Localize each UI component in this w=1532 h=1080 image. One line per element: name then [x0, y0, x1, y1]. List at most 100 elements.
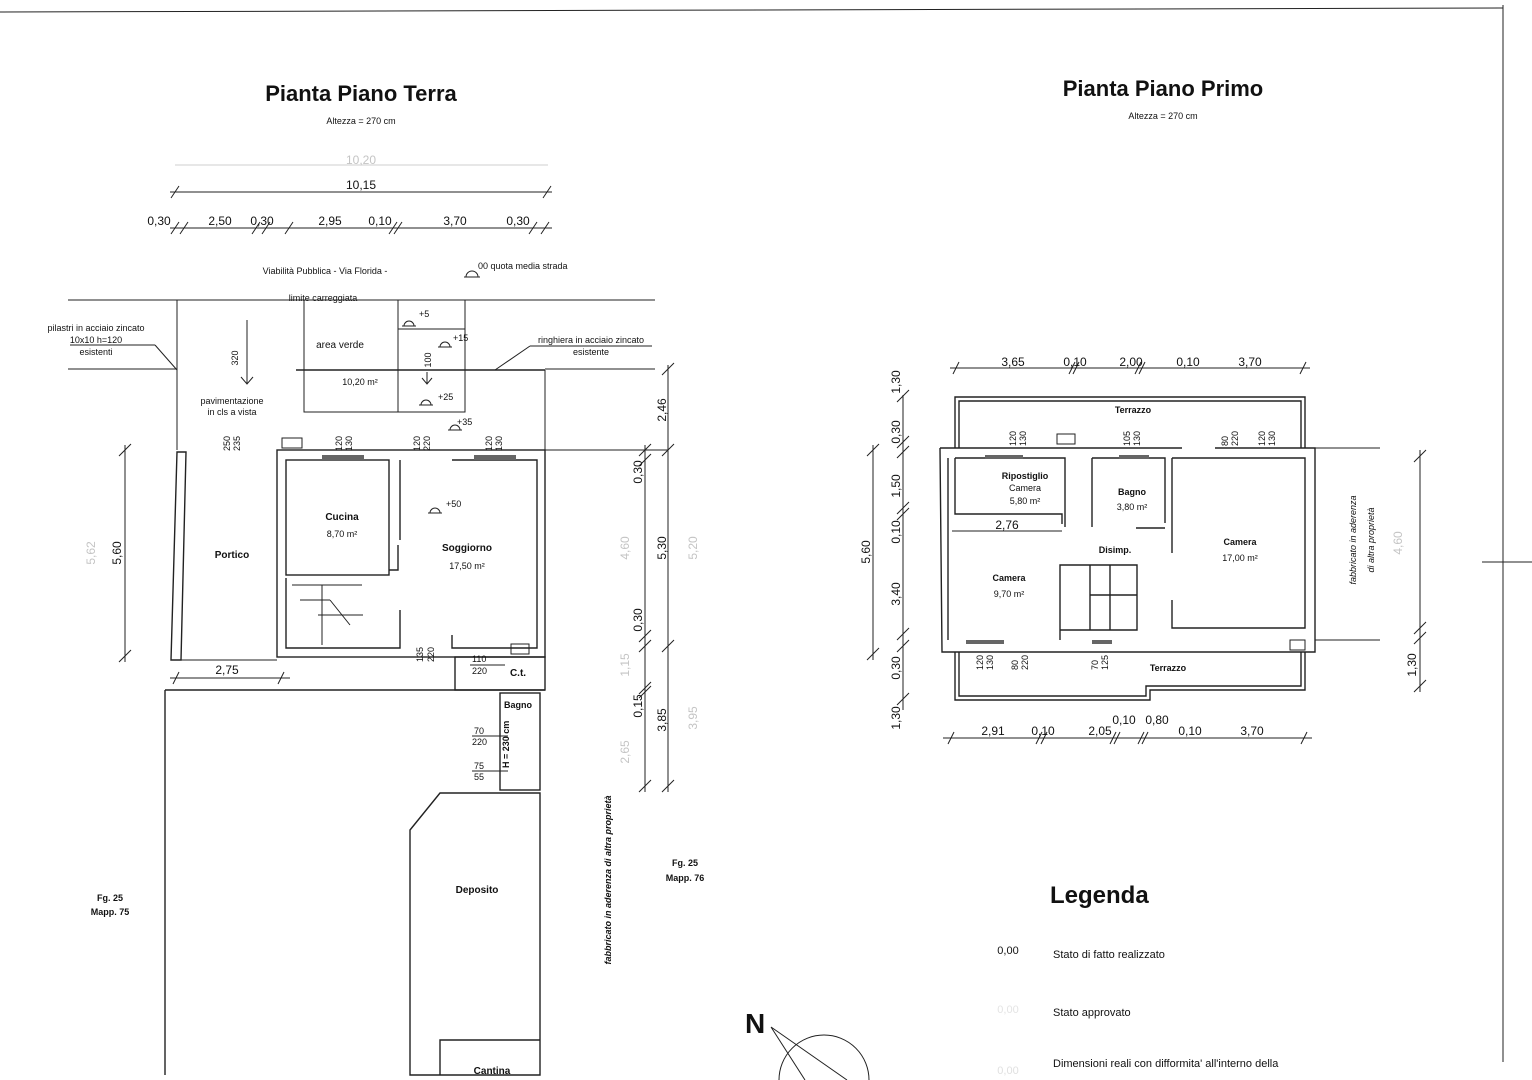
- room-portico: Portico: [215, 550, 249, 561]
- first-left-dimensions: 5,60 1,30 0,30 1,50 0,10 3,40 0,30 1,30: [859, 370, 910, 730]
- opening-width: 120: [1257, 431, 1267, 446]
- opening-height: 130: [1267, 431, 1277, 446]
- opening-height: 55: [474, 772, 484, 782]
- dim-right-faint: 1,15: [618, 653, 632, 677]
- dim-seg: 0,30: [889, 420, 903, 444]
- sheet-frame: [0, 5, 1532, 1062]
- opening-width: 120: [412, 436, 422, 451]
- ground-floor-title: Pianta Piano Terra: [265, 81, 457, 106]
- legend-label: Stato di fatto realizzato: [1053, 949, 1165, 961]
- room-ct: C.t.: [510, 668, 526, 679]
- parcel-right: Fg. 25: [672, 858, 698, 868]
- opening-height: 220: [422, 436, 432, 451]
- room-terrazzo: Terrazzo: [1115, 405, 1152, 415]
- room-disimpegno: Disimp.: [1099, 545, 1132, 555]
- dim-right: 2,46: [655, 398, 669, 422]
- opening-width: 135: [415, 647, 425, 662]
- opening-height: 130: [344, 436, 354, 451]
- dim-right: 0,30: [631, 608, 645, 632]
- opening-width: 105: [1122, 431, 1132, 446]
- room-area: 8,70 m²: [327, 529, 358, 539]
- dim-inner: 2,76: [995, 518, 1019, 532]
- adjacent-building-note: fabbricato in aderenza di altra propriet…: [603, 795, 613, 964]
- dim-right: 3,85: [655, 708, 669, 732]
- dim-seg: 0,30: [250, 214, 274, 228]
- dim-left-total: 5,60: [859, 540, 873, 564]
- dim-seg: 2,05: [1088, 724, 1112, 738]
- dim-total-faint: 10,20: [346, 153, 376, 167]
- opening-width: 110: [472, 654, 486, 664]
- dim-right: 0,15: [631, 694, 645, 718]
- first-floor-title: Pianta Piano Primo: [1063, 76, 1264, 101]
- opening-height: 220: [1020, 655, 1030, 670]
- adjacent-building-note: di altra proprietà: [1366, 507, 1376, 572]
- dim-seg: 2,91: [981, 724, 1005, 738]
- dim-seg: 0,10: [1178, 724, 1202, 738]
- legend-sample: 0,00: [997, 1065, 1018, 1077]
- room-soggiorno: Soggiorno: [442, 543, 492, 554]
- dim-seg: 3,40: [889, 582, 903, 606]
- level-label: +35: [457, 417, 472, 427]
- dim-right-faint: 5,20: [686, 536, 700, 560]
- dim-seg: 0,30: [506, 214, 530, 228]
- railing-note: ringhiera in acciaio zincato: [538, 335, 644, 345]
- dim-seg: 3,65: [1001, 355, 1025, 369]
- level-label: +15: [453, 333, 468, 343]
- opening-height: 130: [1132, 431, 1142, 446]
- ramp-label: 320: [230, 350, 240, 365]
- dim-portico: 2,75: [215, 663, 239, 677]
- first-floor-rooms: Terrazzo Terrazzo Ripostiglio Camera 5,8…: [992, 405, 1257, 673]
- first-right-dimensions: 4,60 1,30 fabbricato in aderenza di altr…: [1348, 449, 1427, 693]
- north-arrow-icon: N: [745, 1008, 870, 1080]
- opening-width: 70: [474, 726, 484, 736]
- room-area: 5,80 m²: [1010, 496, 1041, 506]
- room-ripostiglio: Ripostiglio: [1002, 471, 1049, 481]
- dim-seg: 0,30: [889, 656, 903, 680]
- site-lines: [68, 299, 668, 451]
- dim-right-faint: 4,60: [1391, 531, 1405, 555]
- opening-width: 80: [1010, 660, 1020, 670]
- dim-right-faint: 3,95: [686, 706, 700, 730]
- opening-height: 130: [985, 655, 995, 670]
- pillars-note: 10x10 h=120: [70, 335, 122, 345]
- room-deposito: Deposito: [456, 885, 499, 896]
- opening-height: 220: [1230, 431, 1240, 446]
- level-label: +5: [419, 309, 429, 319]
- opening-height: 220: [426, 647, 436, 662]
- opening-width: 75: [474, 761, 484, 771]
- room-bagno: Bagno: [504, 700, 533, 710]
- dim-right: 1,30: [1405, 653, 1419, 677]
- right-dimensions: 0,30 0,30 0,15 4,60 1,15 2,65 2,46 5,30 …: [618, 362, 700, 793]
- dim-seg: 2,00: [1119, 355, 1143, 369]
- dim-seg: 2,95: [318, 214, 342, 228]
- paving-note: pavimentazione: [200, 396, 263, 406]
- dim-left: 5,60: [110, 541, 124, 565]
- dim-seg: 3,70: [1240, 724, 1264, 738]
- room-cantina: Cantina: [474, 1066, 511, 1077]
- dim-seg: 1,30: [889, 706, 903, 730]
- ground-floor-rooms: Portico Cucina 8,70 m² Soggiorno 17,50 m…: [215, 512, 533, 1077]
- legend: Legenda 0,00 Stato di fatto realizzato 0…: [997, 882, 1279, 1077]
- adjacent-building-note: fabbricato in aderenza: [1348, 495, 1358, 584]
- first-openings: 120 130 105 130 80 220 120 130 120 130 8…: [975, 431, 1277, 670]
- ramp-label: 100: [423, 352, 433, 367]
- level-label: +25: [438, 392, 453, 402]
- first-bottom-dimensions: 2,91 0,10 2,05 0,10 0,80 0,10 3,70: [943, 713, 1312, 745]
- legend-sample: 0,00: [997, 1004, 1018, 1016]
- dim-seg: 3,70: [1238, 355, 1262, 369]
- opening-height: 235: [232, 436, 242, 451]
- level-markers: +5 +15 +25 +35 +50: [402, 309, 472, 514]
- room-camera: Camera: [1223, 537, 1257, 547]
- opening-width: 120: [484, 436, 494, 451]
- dim-seg: 0,10: [1112, 713, 1136, 727]
- ground-floor-height: Altezza = 270 cm: [326, 116, 395, 126]
- room-previous-use: Camera: [1009, 483, 1041, 493]
- room-area: 3,80 m²: [1117, 502, 1148, 512]
- room-area: 17,00 m²: [1222, 553, 1258, 563]
- dim-right: 0,30: [631, 460, 645, 484]
- dim-seg: 0,10: [368, 214, 392, 228]
- room-terrazzo: Terrazzo: [1150, 663, 1187, 673]
- bath-height: H = 230 cm: [501, 721, 511, 768]
- opening-width: 120: [334, 436, 344, 451]
- dim-seg: 0,10: [1031, 724, 1055, 738]
